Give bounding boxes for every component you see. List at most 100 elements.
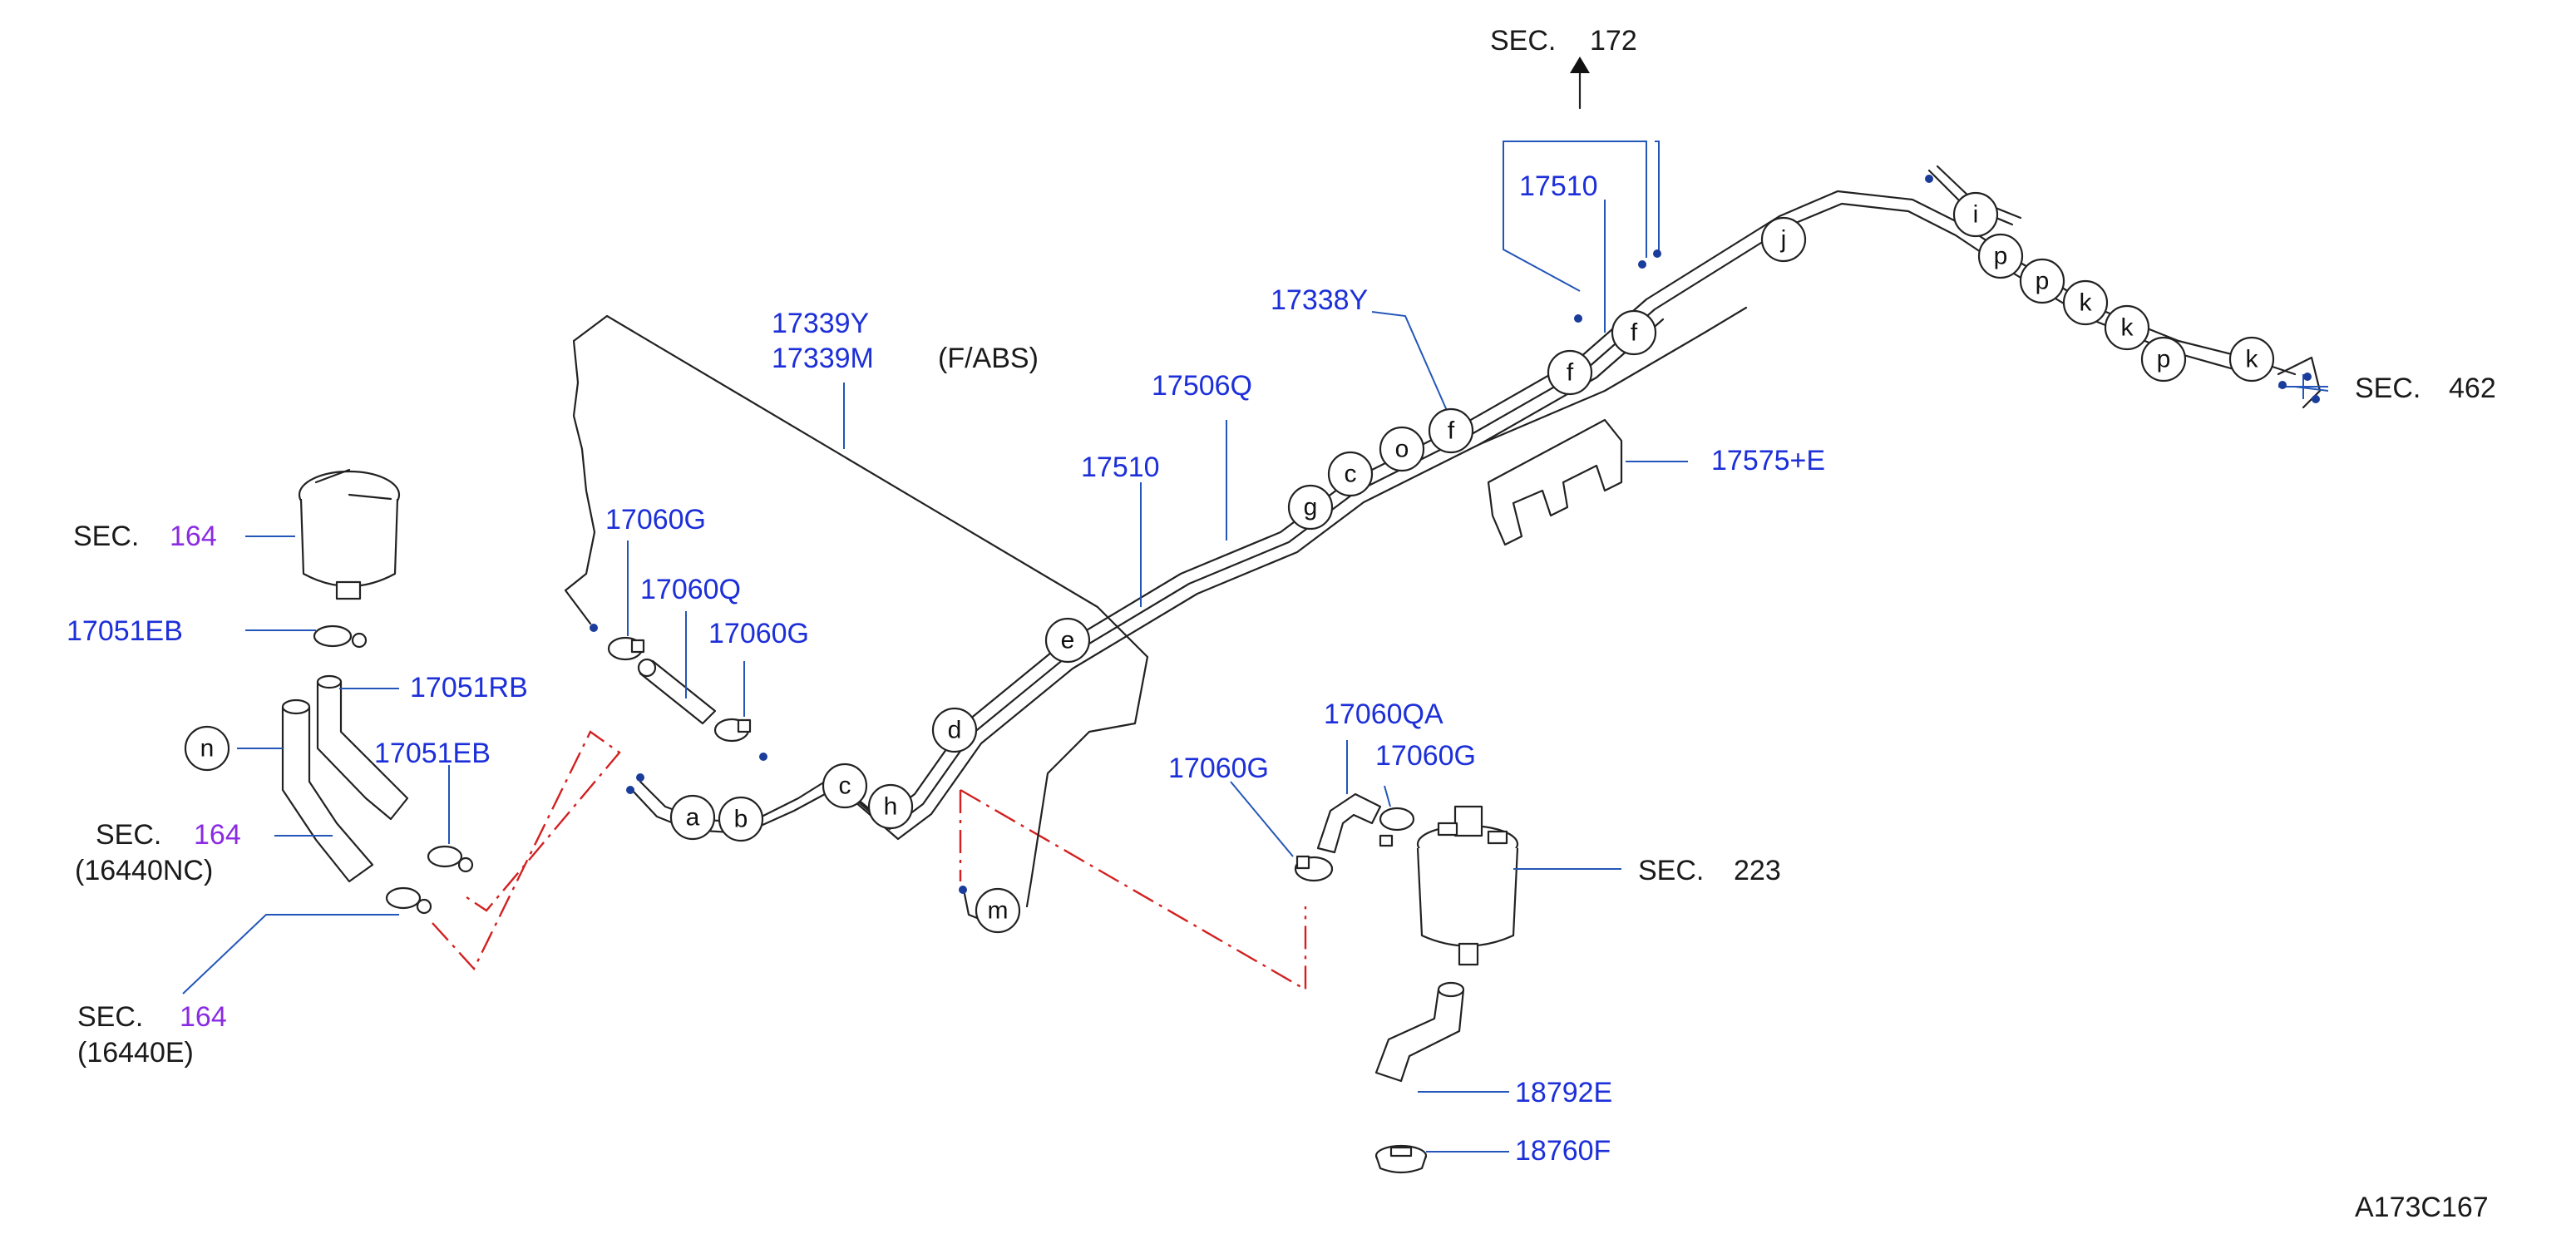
callout-f3: f: [1611, 309, 1657, 356]
callout-c2: c: [1327, 451, 1374, 497]
svg-text:c: c: [1345, 461, 1357, 488]
callout-p1: p: [1977, 233, 2024, 279]
svg-text:i: i: [1973, 201, 1979, 229]
figure-code: A173C167: [2355, 1192, 2489, 1223]
clamp-17060g-2: [713, 718, 752, 743]
tank-vent-tube: [630, 787, 837, 835]
part-17510-mid: 17510: [1081, 452, 1160, 483]
fuel-filter-left: [298, 468, 401, 600]
svg-text:o: o: [1395, 436, 1409, 463]
hose-17060q: [637, 658, 717, 725]
grommet-18760f: [1374, 1144, 1428, 1174]
svg-text:m: m: [988, 897, 1009, 925]
callout-e: e: [1044, 617, 1091, 664]
callout-o: o: [1379, 426, 1425, 472]
svg-text:k: k: [2121, 314, 2134, 342]
part-18792e: 18792E: [1515, 1077, 1612, 1108]
sec-164-c-sub: (16440E): [77, 1037, 194, 1069]
sec-172-prefix: SEC.: [1490, 25, 1556, 57]
sec-164-b-sub: (16440NC): [75, 855, 213, 886]
callout-c1: c: [822, 763, 868, 809]
sec-462-prefix: SEC.: [2355, 373, 2421, 404]
svg-text:c: c: [839, 772, 851, 800]
clamp-17060g-4: [1379, 807, 1415, 847]
hose-routing-paths: [432, 730, 1307, 992]
sec-164-c-number: 164: [180, 1001, 227, 1033]
part-17051rb: 17051RB: [410, 672, 528, 703]
sec-172-number: 172: [1590, 25, 1637, 57]
callout-f2: f: [1547, 349, 1593, 396]
svg-text:b: b: [734, 806, 748, 833]
sec-164-b-number: 164: [194, 819, 241, 851]
clamp-17060g-1: [607, 636, 645, 661]
callout-k1: k: [2062, 279, 2109, 326]
svg-text:k: k: [2080, 289, 2093, 317]
part-17338y: 17338Y: [1271, 284, 1368, 316]
part-17506q: 17506Q: [1152, 370, 1252, 402]
part-17060g-4: 17060G: [1375, 740, 1476, 772]
sec-164-a-number: 164: [170, 521, 217, 552]
callout-h: h: [867, 783, 914, 830]
svg-text:p: p: [1994, 243, 2008, 270]
part-17051eb-upper: 17051EB: [67, 615, 183, 647]
svg-text:g: g: [1304, 494, 1318, 521]
hose-17051rb: [281, 674, 409, 883]
callout-k3: k: [2228, 336, 2275, 383]
labels: SEC. 172 17510 17338Y 17506Q 17510 17339…: [67, 25, 2496, 1223]
part-17051eb-lower: 17051EB: [374, 738, 491, 769]
part-17060g-2: 17060G: [708, 618, 809, 649]
note-fabs: (F/ABS): [938, 343, 1039, 374]
part-17339m: 17339M: [772, 343, 874, 374]
svg-text:e: e: [1061, 627, 1075, 654]
svg-text:f: f: [1567, 359, 1574, 387]
fuel-tank-outline: [564, 314, 1149, 908]
main-fuel-tube: [830, 165, 2322, 841]
part-17510-top: 17510: [1519, 170, 1598, 202]
part-17060q: 17060Q: [640, 574, 741, 605]
callout-p3: p: [2140, 336, 2187, 383]
part-17060g-1: 17060G: [605, 504, 706, 536]
part-17339y: 17339Y: [772, 308, 869, 339]
callout-f1: f: [1428, 407, 1474, 454]
callout-p2: p: [2019, 258, 2065, 304]
callout-k2: k: [2104, 304, 2150, 351]
clamp-16440e: [385, 886, 432, 915]
hose-18792e: [1374, 981, 1465, 1083]
svg-text:k: k: [2246, 346, 2259, 373]
callout-j: j: [1760, 216, 1807, 263]
sec-462-number: 462: [2449, 373, 2496, 404]
sec-164-b-prefix: SEC.: [96, 819, 161, 851]
callout-m: m: [975, 887, 1021, 934]
callout-n: n: [184, 725, 230, 772]
sec-223-number: 223: [1734, 855, 1781, 886]
evap-canister: [1416, 805, 1519, 966]
svg-text:n: n: [200, 735, 215, 763]
clamp-17051eb-upper: [313, 624, 368, 649]
arrow-head-icon: [1570, 57, 1590, 73]
hose-17060qa: [1316, 792, 1382, 854]
leader-lines: [182, 57, 2329, 1153]
part-17060qa: 17060QA: [1324, 698, 1443, 730]
callout-g: g: [1287, 484, 1334, 531]
svg-text:a: a: [686, 804, 700, 832]
callout-d: d: [931, 707, 978, 753]
connection-dots: [590, 175, 2320, 894]
callout-a: a: [669, 794, 716, 841]
part-17575e: 17575+E: [1711, 445, 1825, 476]
sec-164-a-prefix: SEC.: [73, 521, 139, 552]
part-18760f: 18760F: [1515, 1135, 1611, 1167]
svg-text:h: h: [884, 793, 898, 821]
svg-text:f: f: [1448, 417, 1455, 445]
clamp-17051eb-lower: [427, 845, 474, 873]
bracket-17575e: [1487, 418, 1623, 546]
svg-text:p: p: [2157, 346, 2171, 373]
svg-text:d: d: [948, 717, 962, 744]
svg-text:p: p: [2036, 268, 2050, 295]
svg-text:f: f: [1631, 319, 1638, 347]
sec-223-prefix: SEC.: [1638, 855, 1704, 886]
callout-i: i: [1952, 191, 1999, 238]
callout-b: b: [718, 796, 764, 842]
part-17060g-3: 17060G: [1168, 753, 1269, 784]
clamp-17060g-3: [1294, 855, 1334, 882]
